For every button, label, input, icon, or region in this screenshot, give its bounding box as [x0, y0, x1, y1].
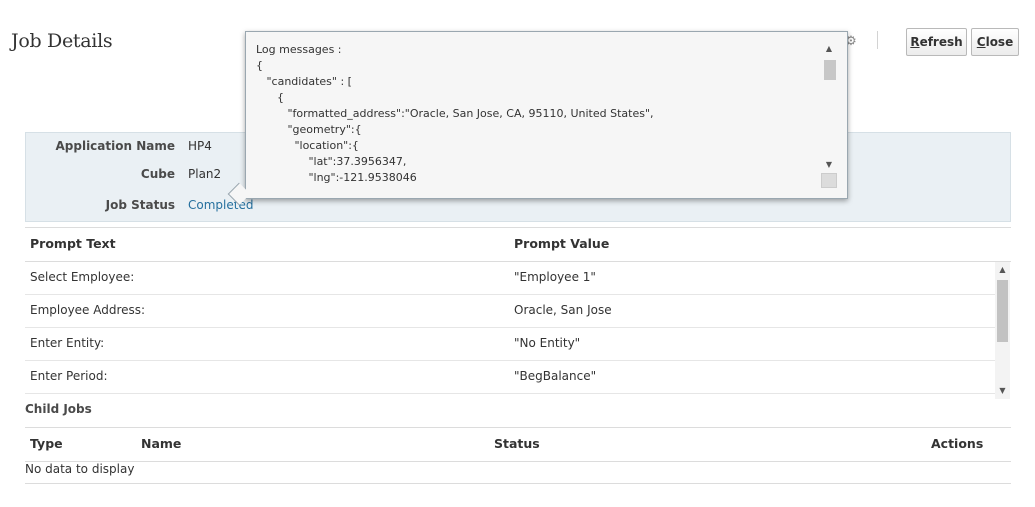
row-divider	[25, 327, 995, 328]
log-line: "location":{	[256, 139, 359, 152]
prompt-value-column-header[interactable]: Prompt Value	[514, 236, 610, 251]
prompt-value-cell: "Employee 1"	[514, 270, 596, 284]
application-name-label: Application Name	[55, 139, 175, 153]
scroll-down-arrow-icon[interactable]: ▼	[999, 386, 1006, 395]
job-status-label: Job Status	[105, 198, 175, 212]
close-label-rest: lose	[985, 35, 1014, 49]
prompt-text-cell: Enter Period:	[30, 369, 108, 383]
log-line: "lng":-121.9538046	[256, 171, 417, 184]
close-button[interactable]: Close	[971, 28, 1019, 56]
cube-value: Plan2	[188, 167, 222, 181]
prompt-text-cell: Employee Address:	[30, 303, 146, 317]
log-line: "lat":37.3956347,	[256, 155, 407, 168]
application-name-value: HP4	[188, 139, 212, 153]
refresh-mnemonic: R	[910, 35, 920, 49]
scroll-up-arrow-icon[interactable]: ▲	[825, 44, 833, 53]
log-messages-popup[interactable]: Log messages : { "candidates" : [ { "form…	[245, 31, 848, 199]
log-line: {	[256, 59, 263, 72]
prompt-value-cell: "No Entity"	[514, 336, 581, 350]
prompt-value-cell: Oracle, San Jose	[514, 303, 612, 317]
close-mnemonic: C	[976, 35, 986, 49]
prompt-text-column-header[interactable]: Prompt Text	[30, 236, 116, 251]
log-messages-text[interactable]: Log messages : { "candidates" : [ { "form…	[256, 42, 826, 187]
settings-gear-icon[interactable]: ⚙	[845, 34, 857, 49]
refresh-label-rest: efresh	[919, 35, 963, 49]
prompt-value-cell: "BegBalance"	[514, 369, 597, 383]
scrollbar-thumb[interactable]	[824, 60, 836, 80]
prompt-text-cell: Select Employee:	[30, 270, 135, 284]
empty-table-message: No data to display	[25, 462, 135, 476]
refresh-button[interactable]: Refresh	[906, 28, 967, 56]
toolbar-separator	[877, 31, 878, 49]
scroll-down-arrow-icon[interactable]: ▼	[825, 160, 833, 169]
status-column-header[interactable]: Status	[494, 436, 540, 451]
cube-row: Cube Plan2	[26, 167, 1012, 187]
log-line: {	[256, 91, 284, 104]
actions-column-header[interactable]: Actions	[931, 436, 984, 451]
resize-grip-icon[interactable]	[821, 173, 837, 188]
name-column-header[interactable]: Name	[141, 436, 182, 451]
child-jobs-top-border	[25, 427, 1011, 428]
log-messages-scrollbar[interactable]: ▲ ▼	[821, 42, 837, 187]
page-title: Job Details	[11, 30, 113, 52]
row-divider	[25, 294, 995, 295]
application-name-row: Application Name HP4	[26, 139, 1012, 159]
prompt-table-scrollbar[interactable]: ▲ ▼	[995, 262, 1010, 399]
prompt-table-top-border	[25, 227, 1011, 228]
scroll-up-arrow-icon[interactable]: ▲	[999, 265, 1006, 274]
log-line: "formatted_address":"Oracle, San Jose, C…	[256, 107, 654, 120]
row-divider	[25, 360, 995, 361]
log-line: Log messages :	[256, 43, 342, 56]
child-jobs-bottom-border	[25, 483, 1011, 484]
prompt-text-cell: Enter Entity:	[30, 336, 105, 350]
log-line: "geometry":{	[256, 123, 362, 136]
job-status-row: Job Status Completed	[26, 198, 1012, 218]
row-divider	[25, 393, 995, 394]
child-jobs-header-border	[25, 461, 1011, 462]
type-column-header[interactable]: Type	[30, 436, 63, 451]
child-jobs-title: Child Jobs	[25, 402, 92, 416]
prompt-table-header-border	[25, 261, 1011, 262]
scrollbar-thumb[interactable]	[997, 280, 1008, 342]
log-line: "candidates" : [	[256, 75, 352, 88]
cube-label: Cube	[140, 167, 175, 181]
